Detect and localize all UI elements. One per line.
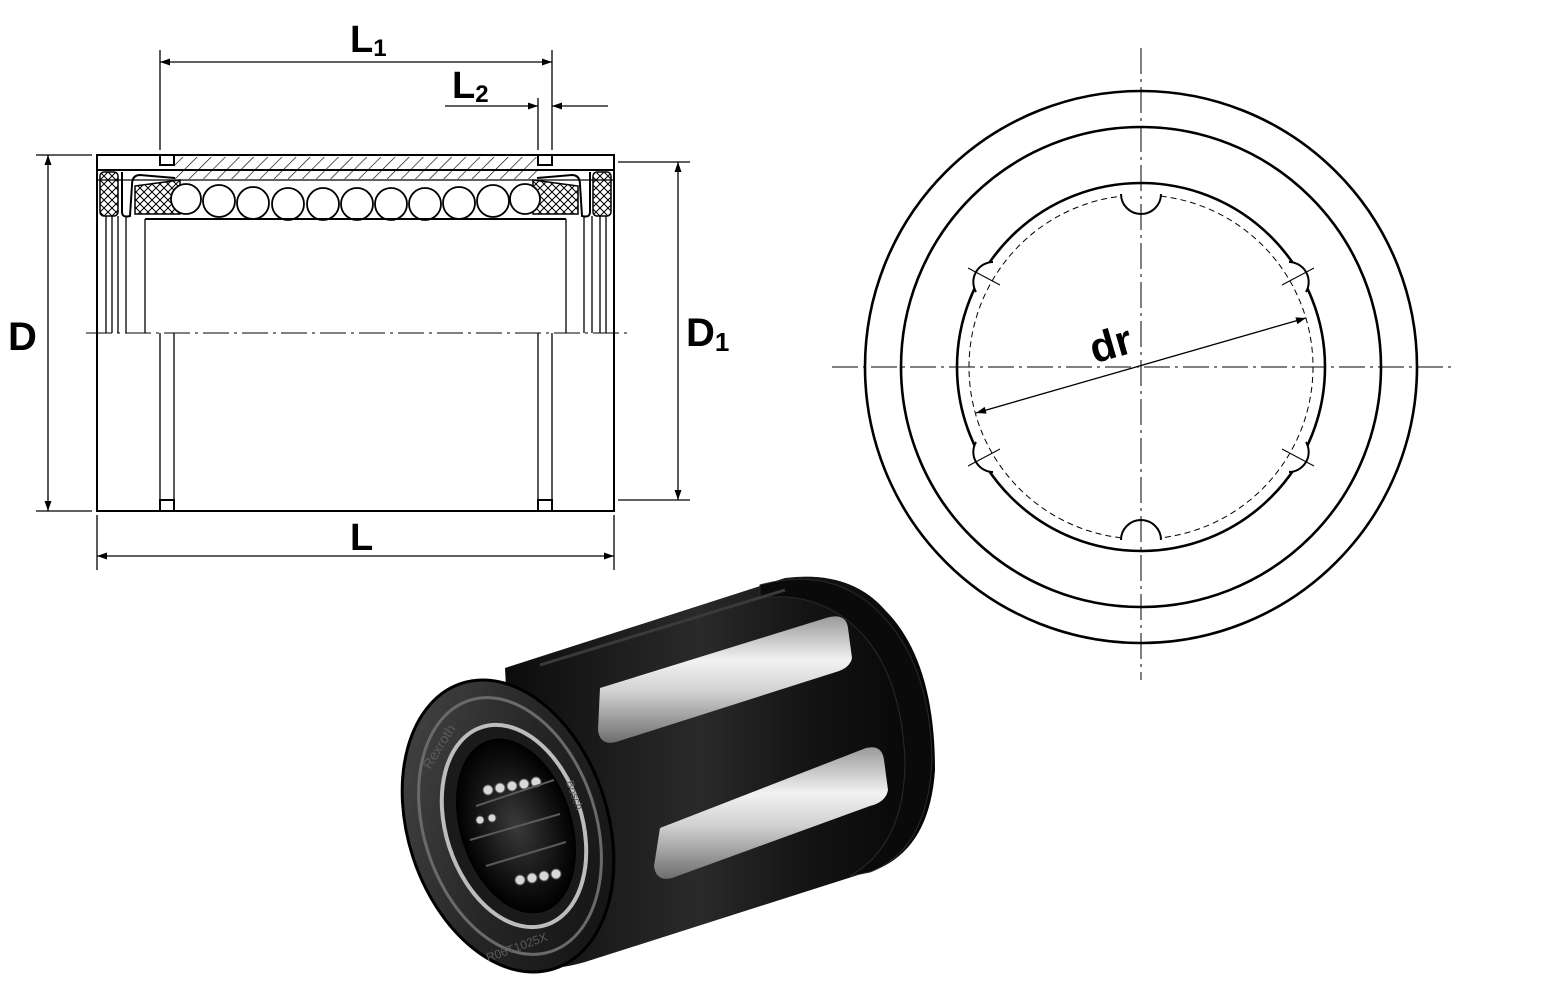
label-L: L [350, 517, 373, 559]
section-view: L1 L2 D D1 L [8, 19, 729, 570]
right-end-ring [759, 578, 933, 877]
end-view: dr [832, 48, 1455, 680]
front-face-inner [417, 696, 603, 956]
dimension-dr [975, 317, 1307, 414]
inner-balls [475, 776, 562, 886]
dimension-L: L [96, 515, 615, 570]
label-dr: dr [1084, 315, 1137, 372]
label-L1: L1 [350, 19, 387, 62]
dimension-D1: D1 [618, 161, 729, 501]
seals [99, 171, 612, 218]
ball-row [170, 183, 541, 221]
product-photo: Rexroth R06T1025X Bosch [400, 576, 935, 974]
sleeve-hatch [174, 157, 538, 179]
dimension-L1: L1 [159, 19, 553, 150]
dimension-D: D [8, 154, 92, 512]
steel-strip-bottom [654, 747, 888, 879]
dimension-L2: L2 [445, 65, 608, 150]
steel-strip-top [598, 616, 852, 743]
label-L2: L2 [452, 65, 489, 108]
label-D: D [8, 315, 37, 359]
label-D1: D1 [686, 311, 729, 357]
